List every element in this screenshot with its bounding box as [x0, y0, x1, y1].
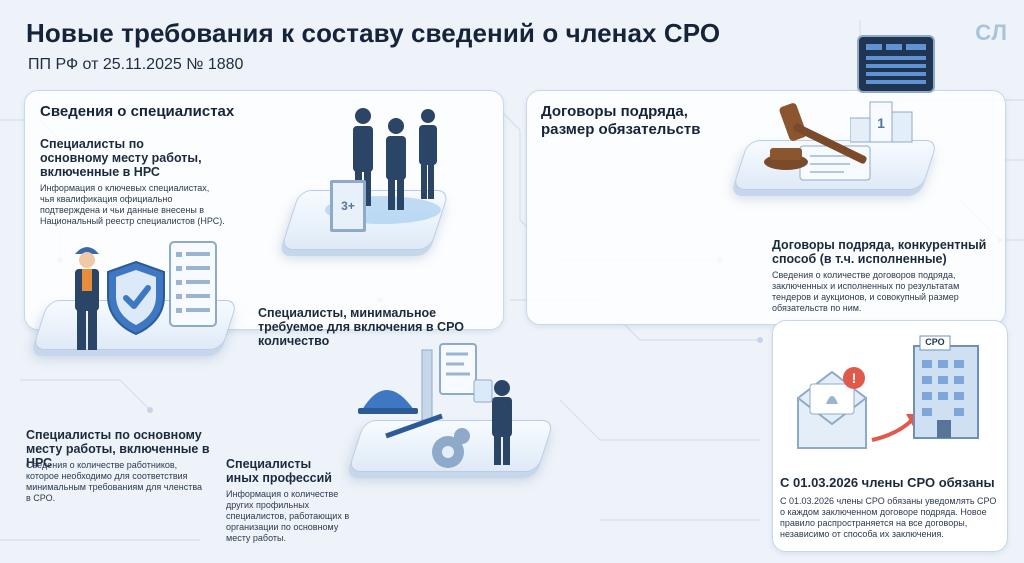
contracts-block-text: Сведения о количестве договоров подряда,…	[772, 270, 960, 313]
contracts-panel	[526, 90, 1006, 325]
engineer-icon	[75, 247, 99, 350]
page-title: Новые требования к составу сведений о чл…	[26, 18, 721, 48]
podium-icon: 1	[850, 101, 913, 143]
building-sign-label: СРО	[925, 337, 945, 347]
svg-text:!: !	[852, 370, 857, 386]
nrs-block-text: Информация о ключевых специалистах, чья …	[40, 183, 225, 226]
envelope-notification-icon: !	[797, 367, 867, 449]
dashboard-screen-icon	[857, 35, 935, 93]
document-list-icon	[169, 241, 217, 327]
main-block-title: Специалисты по основному месту работы, в…	[26, 428, 210, 470]
engineering-tools-icon	[358, 343, 512, 468]
nrs-block-title: Специалисты по основному месту работы, в…	[40, 137, 202, 179]
specialists-heading: Сведения о специалистах	[40, 103, 235, 120]
notice-text: С 01.03.2026 члены СРО обязаны уведомлят…	[780, 496, 997, 539]
contracts-heading: Договоры подряда, размер обязательств	[541, 103, 701, 138]
brand-logo: СЛ	[975, 20, 1008, 45]
door-label: 3+	[341, 199, 355, 213]
notice-title: С 01.03.2026 члены СРО обязаны	[780, 475, 995, 490]
contracts-block-title: Договоры подряда, конкурентный способ (в…	[772, 238, 987, 266]
gavel-icon	[764, 103, 871, 181]
min-block-title: Специалисты, минимальное требуемое для в…	[258, 306, 464, 348]
other-block-text: Информация о количестве других профильны…	[226, 489, 350, 543]
door-frame: 3+	[330, 180, 366, 232]
shield-check-icon	[107, 260, 165, 336]
svg-text:1: 1	[877, 115, 885, 131]
sro-building-icon	[913, 335, 979, 439]
page-subtitle: ПП РФ от 25.11.2025 № 1880	[28, 56, 244, 73]
other-block-title: Специалисты иных профессий	[226, 457, 332, 485]
main-block-text: Сведения о количестве работников, которо…	[26, 460, 203, 503]
